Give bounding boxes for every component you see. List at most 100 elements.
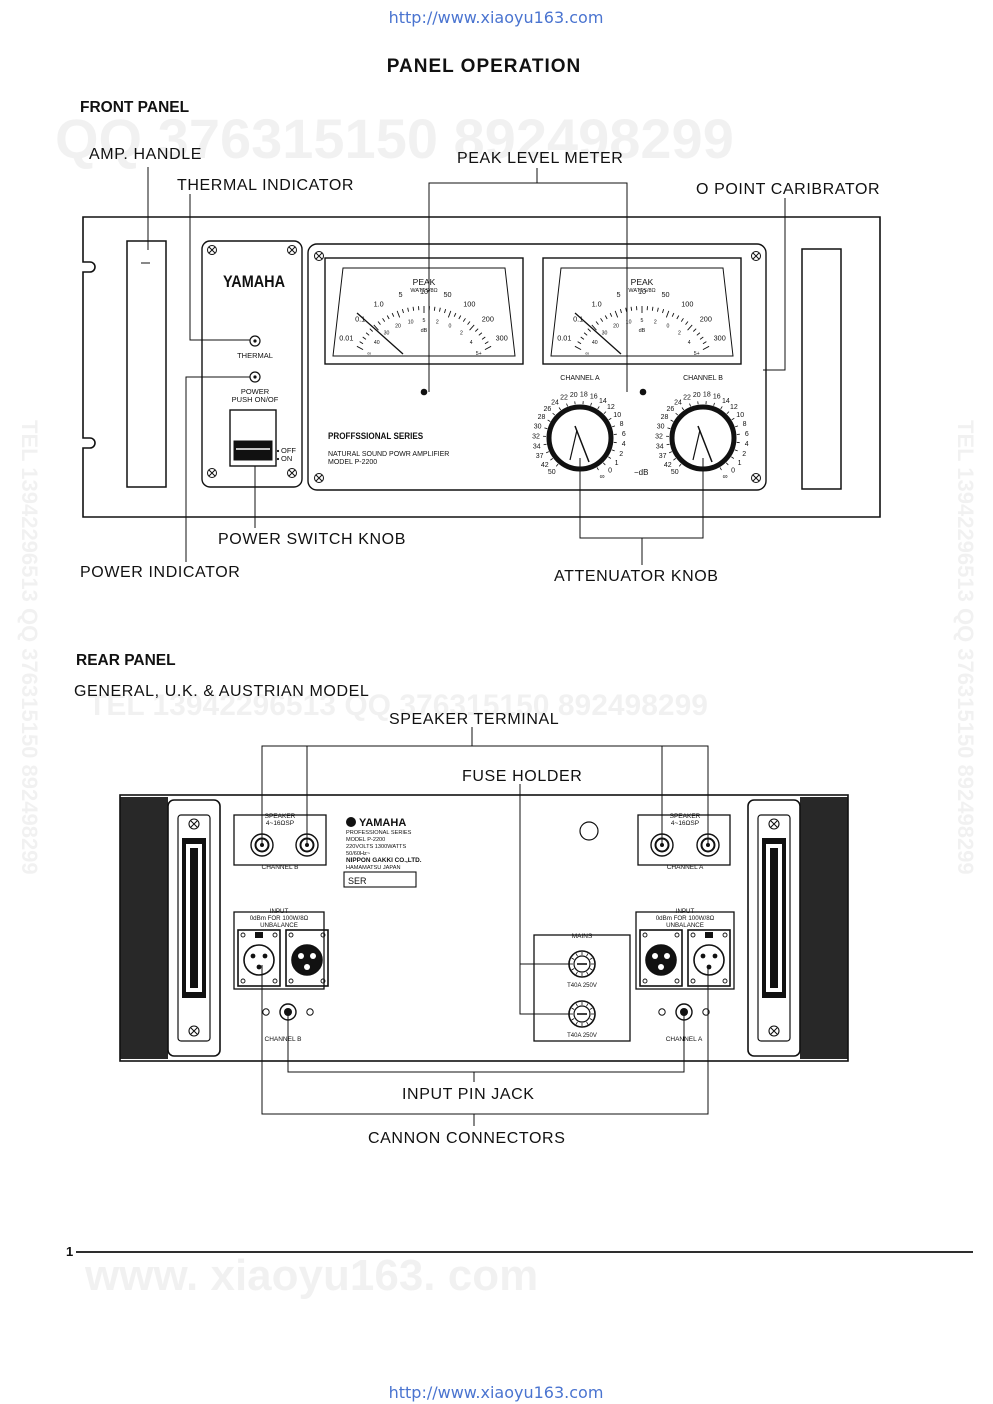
meter-scale-mark-b — [619, 309, 622, 314]
input-b-unbalance: UNBALANCE — [260, 922, 298, 929]
rear-panel: SPEAKER 4~16ΩSP CHANNEL B SPEAKER 4~16ΩS… — [119, 711, 849, 1147]
knob-scale-label-b: 4 — [745, 441, 749, 448]
meter-db-tick-b: 4 — [688, 340, 691, 346]
fuse-knurl-2 — [571, 1007, 575, 1010]
knob-scale-mark-b — [725, 462, 729, 466]
meter-scale-mark-a — [458, 315, 462, 320]
meter-scale-mark-a — [481, 336, 486, 340]
fuse-knurl-2 — [575, 1021, 578, 1025]
fuse-cap-1 — [573, 955, 591, 973]
knob-scale-label-a: 16 — [590, 394, 598, 401]
off-label: OFF — [281, 446, 296, 455]
knob-scale-label-b: 8 — [743, 421, 747, 428]
meter-db-tick-a: 2 — [436, 319, 439, 325]
meter-scale-mark-b — [600, 318, 604, 322]
speaker-terminals[interactable] — [250, 833, 720, 857]
knob-scale-mark-a — [544, 427, 548, 430]
xlr-plate-b-female — [237, 929, 281, 987]
fuse-knurl-1 — [575, 971, 578, 975]
zero-point-calibrator-a[interactable] — [420, 388, 428, 396]
xlr-pin-b-female — [250, 953, 256, 959]
xlr-screw-a-male — [674, 932, 680, 938]
meter-scale-mark-b — [604, 315, 608, 320]
plate-line-5: NIPPON GAKKI CO.,LTD. — [346, 857, 422, 864]
watermark-bottom: www. xiaoyu163. com — [84, 1251, 538, 1300]
thermal-indicator-lamp — [249, 335, 261, 347]
grip-screw-left — [188, 1025, 200, 1037]
knob-ridge-a — [569, 429, 578, 461]
knob-pointer-a — [574, 425, 590, 463]
knob-scale-label-b: 37 — [659, 453, 667, 460]
meter-scale-mark-a — [373, 324, 379, 331]
knob-scale-label-a: 42 — [541, 462, 549, 469]
meter-scale-mark-a — [359, 341, 364, 345]
input-box-b — [233, 911, 325, 990]
knob-scale-label-a: 14 — [599, 398, 607, 405]
knob-scale-mark-a — [603, 411, 607, 415]
knob-scale-mark-b — [681, 407, 685, 411]
power-switch-knob[interactable] — [229, 409, 277, 467]
amp-description: NATURAL SOUND POWR AMPLIFIER — [328, 451, 449, 458]
xlr-hole-b-male — [304, 964, 310, 970]
meter-scale-mark-b — [671, 312, 675, 317]
cannon-connectors[interactable] — [237, 929, 731, 987]
meter-watt-tick-b: 5 — [616, 290, 620, 299]
knob-scale-label-a: 32 — [532, 433, 540, 440]
xlr-screw-b-male — [320, 978, 326, 984]
zero-point-calibrator-b[interactable] — [639, 388, 647, 396]
xlr-pin-a-female — [712, 953, 718, 959]
watermark-right: TEL 13942296513 QQ 376315150 892498299 — [953, 420, 978, 875]
input-a-unbalance: UNBALANCE — [666, 922, 704, 929]
meter-scale-mark-b — [625, 307, 627, 312]
meter-db-label-b: dB — [639, 328, 646, 334]
push-label: PUSH ON/OF — [232, 395, 279, 404]
front-rack-outline — [82, 216, 881, 518]
meter-watts-b: WATTS/8Ω — [628, 288, 655, 294]
grip-core-right — [770, 848, 778, 988]
knob-scale-label-b: 34 — [656, 443, 664, 450]
meter-scale-mark-a — [467, 321, 471, 325]
speaker-channel-b-label: CHANNEL B — [262, 864, 299, 871]
fuse-rating-2: T40A 250V — [567, 1033, 597, 1039]
meter-scale-mark-b — [580, 336, 585, 340]
meter-db-tick-a: 5 — [423, 318, 426, 324]
series-label: PROFFSSIONAL SERIES — [328, 431, 423, 442]
knob-scale-label-b: 30 — [657, 423, 665, 430]
knob-scale-mark-b — [726, 411, 730, 415]
meter-scale-mark-b — [651, 306, 654, 311]
knob-scale-mark-a — [550, 458, 554, 461]
knob-scale-label-b: 1 — [738, 460, 742, 467]
meter-scale-mark-b — [591, 324, 597, 331]
meter-scale-mark-a — [365, 332, 370, 336]
meter-db-tick-a: ∞ — [367, 351, 371, 357]
input-pin-jacks[interactable] — [262, 1003, 710, 1021]
meter-db-tick-b: ∞ — [585, 351, 589, 357]
meter-needle-a — [356, 312, 404, 355]
meter-scale-mark-a — [377, 321, 381, 325]
fuse-knurl-1 — [571, 957, 575, 960]
grip-screw-cross-right — [770, 1027, 778, 1035]
callout-input-pin-jack: INPUT PIN JACK — [402, 1086, 535, 1103]
knob-scale-label-a: 8 — [620, 421, 624, 428]
knob-scale-label-b: 10 — [736, 412, 744, 419]
knob-scale-label-b: 42 — [664, 462, 672, 469]
meter-scale-mark-a — [356, 345, 364, 351]
fuse-knurl-2 — [575, 1003, 578, 1007]
header-url: http://www.xiaoyu163.com — [389, 8, 604, 27]
front-left-subpanel — [201, 240, 303, 488]
knob-scale-label-a: 1 — [615, 460, 619, 467]
xlr-socket-b-male — [291, 944, 323, 976]
right-handle — [801, 248, 842, 490]
knob-scale-mark-a — [543, 443, 547, 446]
meter-scale-mark-a — [469, 324, 475, 331]
meter-face-b — [550, 267, 734, 357]
meter-watt-tick-b: 300 — [714, 334, 726, 343]
knob-scale-label-a: 37 — [536, 453, 544, 460]
fuse-knurl-1 — [589, 957, 593, 960]
meter-scale-mark-a — [391, 312, 395, 317]
knob-scale-mark-a — [566, 403, 568, 407]
meter-scale-mark-b — [630, 306, 633, 311]
knob-scale-mark-a — [611, 449, 615, 452]
fuse-holders[interactable] — [568, 950, 596, 1028]
knob-scale-mark-b — [670, 419, 674, 422]
